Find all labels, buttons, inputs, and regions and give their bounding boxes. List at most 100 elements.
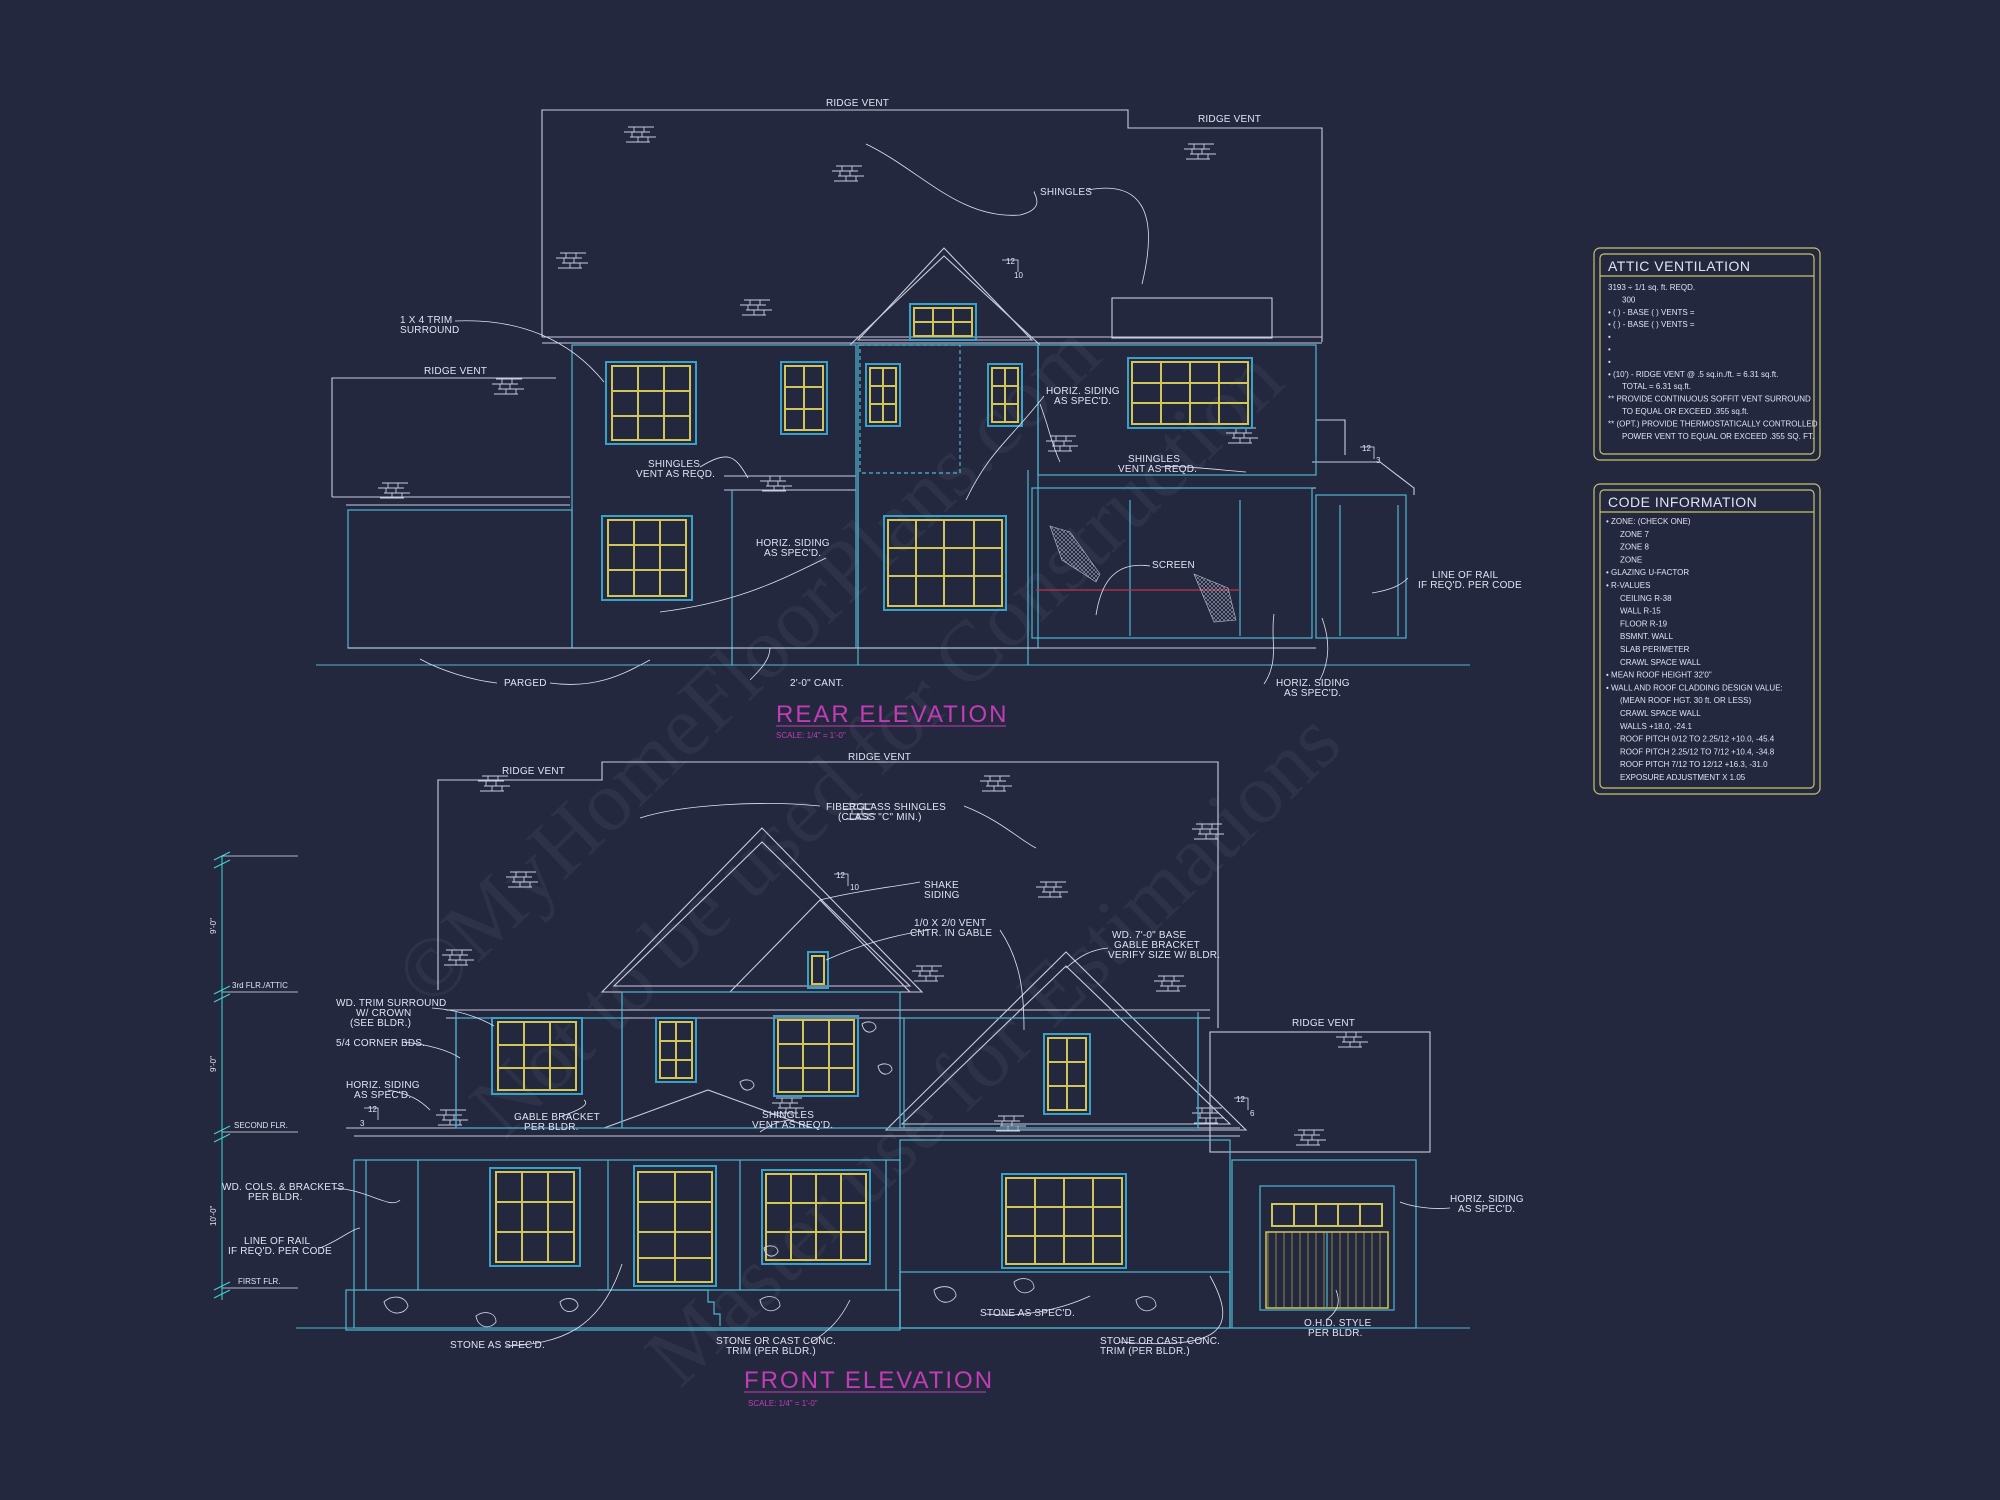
front-note-vent-gable-2: CNTR. IN GABLE bbox=[910, 928, 992, 939]
rear-note-horiz-siding-upper-2: AS SPEC'D. bbox=[1054, 396, 1111, 407]
front-elevation-scale: SCALE: 1/4" = 1'-0" bbox=[748, 1399, 818, 1408]
attic-ventilation-panel: ATTIC VENTILATION 3193 ÷ 1/1 sq. ft. REQ… bbox=[1593, 247, 1821, 461]
front-note-wd-trim-3: (SEE BLDR.) bbox=[350, 1018, 411, 1029]
code-information-line: EXPOSURE ADJUSTMENT X 1.05 bbox=[1620, 773, 1746, 782]
front-notes: RIDGE VENT RIDGE VENT RIDGE VENT FIBERGL… bbox=[222, 752, 1524, 1357]
front-pitch-12b: 12 bbox=[368, 1105, 377, 1114]
code-information-line: ZONE 8 bbox=[1620, 543, 1649, 552]
dim-lower: 10'-0" bbox=[209, 1205, 218, 1226]
rear-note-horiz-siding-lower-1: HORIZ. SIDING bbox=[756, 538, 830, 549]
code-information-line: ROOF PITCH 0/12 TO 2.25/12 +10.0, -45.4 bbox=[1620, 735, 1775, 744]
front-note-base-bracket-3: VERIFY SIZE W/ BLDR. bbox=[1108, 950, 1220, 961]
code-information-line: CEILING R-38 bbox=[1620, 594, 1672, 603]
level-attic: 3rd FLR./ATTIC bbox=[232, 981, 288, 990]
front-note-ohd-1: O.H.D. STYLE bbox=[1304, 1318, 1372, 1329]
front-note-stone-trim-center-2: TRIM (PER BLDR.) bbox=[726, 1346, 816, 1357]
front-note-shingles-vent-1: SHINGLES bbox=[762, 1110, 814, 1121]
front-pitch-10a: 10 bbox=[850, 883, 859, 892]
code-information-line: • R-VALUES bbox=[1606, 581, 1650, 590]
rear-note-ridge-vent-1: RIDGE VENT bbox=[826, 98, 889, 109]
code-information-line: • ZONE: (CHECK ONE) bbox=[1606, 517, 1691, 526]
front-pitch-symbols: 12 10 12 3 12 6 bbox=[360, 871, 1255, 1128]
code-information-line: SLAB PERIMETER bbox=[1620, 645, 1690, 654]
front-note-ridge-vent-left: RIDGE VENT bbox=[502, 766, 565, 777]
code-information-line: ROOF PITCH 2.25/12 TO 7/12 +10.4, -34.8 bbox=[1620, 747, 1775, 756]
watermark-line3: Master use for Estimations bbox=[627, 693, 1359, 1404]
front-note-stone-left: STONE AS SPEC'D. bbox=[450, 1340, 545, 1351]
front-note-horiz-siding-right-1: HORIZ. SIDING bbox=[1450, 1194, 1524, 1205]
attic-ventilation-line: ** PROVIDE CONTINUOUS SOFFIT VENT SURROU… bbox=[1608, 395, 1811, 404]
attic-ventilation-title: ATTIC VENTILATION bbox=[1608, 258, 1751, 274]
front-note-wd-trim-2: W/ CROWN bbox=[356, 1008, 411, 1019]
rear-note-shingles-vent-right-2: VENT AS REQD. bbox=[1118, 464, 1197, 475]
front-note-horiz-siding-left-2: AS SPEC'D. bbox=[354, 1090, 411, 1101]
front-stone-marks bbox=[383, 1021, 1157, 1328]
front-note-shake-1: SHAKE bbox=[924, 880, 959, 891]
attic-ventilation-line: POWER VENT TO EQUAL OR EXCEED .355 SQ. F… bbox=[1622, 432, 1814, 441]
code-information-line: • WALL AND ROOF CLADDING DESIGN VALUE: bbox=[1606, 683, 1783, 692]
code-information-lines: • ZONE: (CHECK ONE) ZONE 7 ZONE 8 ZONE • GLA… bbox=[1606, 517, 1783, 782]
front-pitch-3b: 3 bbox=[360, 1119, 365, 1128]
front-note-horiz-siding-right-2: AS SPEC'D. bbox=[1458, 1204, 1515, 1215]
front-note-corner-bds: 5/4 CORNER BDS. bbox=[336, 1038, 425, 1049]
rear-pitch-10: 10 bbox=[1014, 271, 1023, 280]
front-note-rail-1: LINE OF RAIL bbox=[244, 1236, 311, 1247]
rear-pitch-12: 12 bbox=[1006, 257, 1015, 266]
rear-windows bbox=[601, 303, 1253, 611]
front-note-stone-center: STONE AS SPEC'D. bbox=[980, 1308, 1075, 1319]
rear-pitch-symbols: 12 10 12 3 bbox=[1002, 257, 1381, 465]
dim-middle: 9'-0" bbox=[209, 1056, 218, 1072]
rear-leaders bbox=[419, 143, 1409, 685]
level-second: SECOND FLR. bbox=[234, 1121, 288, 1130]
front-note-stone-trim-center-1: STONE OR CAST CONC. bbox=[716, 1336, 836, 1347]
attic-ventilation-lines: 3193 ÷ 1/1 sq. ft. REQD.300• ( ) - BASE … bbox=[1608, 283, 1818, 441]
front-note-horiz-siding-left-1: HORIZ. SIDING bbox=[346, 1080, 420, 1091]
rear-note-ridge-vent-2: RIDGE VENT bbox=[1198, 114, 1261, 125]
rear-note-rail-2: IF REQ'D. PER CODE bbox=[1418, 580, 1522, 591]
rear-note-shingles-vent-right-1: SHINGLES bbox=[1128, 454, 1180, 465]
attic-ventilation-line: • (10') - RIDGE VENT @ .5 sq.in./ft. = 6… bbox=[1608, 370, 1778, 379]
front-note-rail-2: IF REQ'D. PER CODE bbox=[228, 1246, 332, 1257]
front-note-shake-2: SIDING bbox=[924, 890, 960, 901]
attic-ventilation-line: • ( ) - BASE ( ) VENTS = bbox=[1608, 308, 1695, 317]
front-note-stone-trim-right-2: TRIM (PER BLDR.) bbox=[1100, 1346, 1190, 1357]
code-information-line: CRAWL SPACE WALL bbox=[1620, 709, 1701, 718]
front-note-fiberglass-1: FIBERGLASS SHINGLES bbox=[826, 802, 946, 813]
front-note-base-bracket-1: WD. 7'-0" BASE bbox=[1112, 930, 1187, 941]
rear-note-rail-1: LINE OF RAIL bbox=[1432, 570, 1499, 581]
front-windows bbox=[489, 951, 1127, 1287]
rear-pitch-3: 3 bbox=[1376, 456, 1381, 465]
rear-pitch-12b: 12 bbox=[1362, 444, 1371, 453]
front-note-vent-gable-1: 1/0 X 2/0 VENT bbox=[914, 918, 986, 929]
code-information-line: WALLS +18.0, -24.1 bbox=[1620, 722, 1693, 731]
code-information-line: ROOF PITCH 7/12 TO 12/12 +16.3, -31.0 bbox=[1620, 760, 1768, 769]
code-information-line: ZONE 7 bbox=[1620, 530, 1649, 539]
front-note-gable-bracket-1: GABLE BRACKET bbox=[514, 1112, 600, 1123]
code-information-line: FLOOR R-19 bbox=[1620, 619, 1668, 628]
front-pitch-12c: 12 bbox=[1236, 1095, 1245, 1104]
level-first: FIRST FLR. bbox=[238, 1277, 281, 1286]
code-information-line: ZONE bbox=[1620, 555, 1642, 564]
rear-notes: RIDGE VENT RIDGE VENT RIDGE VENT SHINGLE… bbox=[400, 98, 1522, 699]
rear-note-horiz-siding-upper-1: HORIZ. SIDING bbox=[1046, 386, 1120, 397]
attic-ventilation-line: • bbox=[1608, 333, 1611, 342]
rear-note-screen: SCREEN bbox=[1152, 560, 1195, 571]
attic-ventilation-line: ** (OPT.) PROVIDE THERMOSTATICALLY CONTR… bbox=[1608, 419, 1818, 428]
attic-ventilation-line: TOTAL = 6.31 sq.ft. bbox=[1622, 382, 1691, 391]
front-note-wd-cols-1: WD. COLS. & BRACKETS bbox=[222, 1182, 344, 1193]
front-note-wd-trim-1: WD. TRIM SURROUND bbox=[336, 998, 446, 1009]
attic-ventilation-line: • bbox=[1608, 357, 1611, 366]
front-note-stone-trim-right-1: STONE OR CAST CONC. bbox=[1100, 1336, 1220, 1347]
front-note-gable-bracket-2: PER BLDR. bbox=[524, 1122, 579, 1133]
attic-ventilation-line: • ( ) - BASE ( ) VENTS = bbox=[1608, 320, 1695, 329]
front-note-ridge-vent-top: RIDGE VENT bbox=[848, 752, 911, 763]
code-information-line: • GLAZING U-FACTOR bbox=[1606, 568, 1689, 577]
rear-note-shingles-vent-left-1: SHINGLES bbox=[648, 459, 700, 470]
rear-note-trim-2: SURROUND bbox=[400, 325, 459, 336]
attic-ventilation-line: 3193 ÷ 1/1 sq. ft. REQD. bbox=[1608, 283, 1695, 292]
rear-elevation: 12 10 12 3 RIDGE VENT RIDGE VENT RIDGE V… bbox=[316, 98, 1522, 740]
front-note-fiberglass-2: (CLASS "C" MIN.) bbox=[838, 812, 922, 823]
code-information-line: WALL R-15 bbox=[1620, 607, 1661, 616]
front-note-shingles-vent-2: VENT AS REQ'D. bbox=[752, 1120, 833, 1131]
